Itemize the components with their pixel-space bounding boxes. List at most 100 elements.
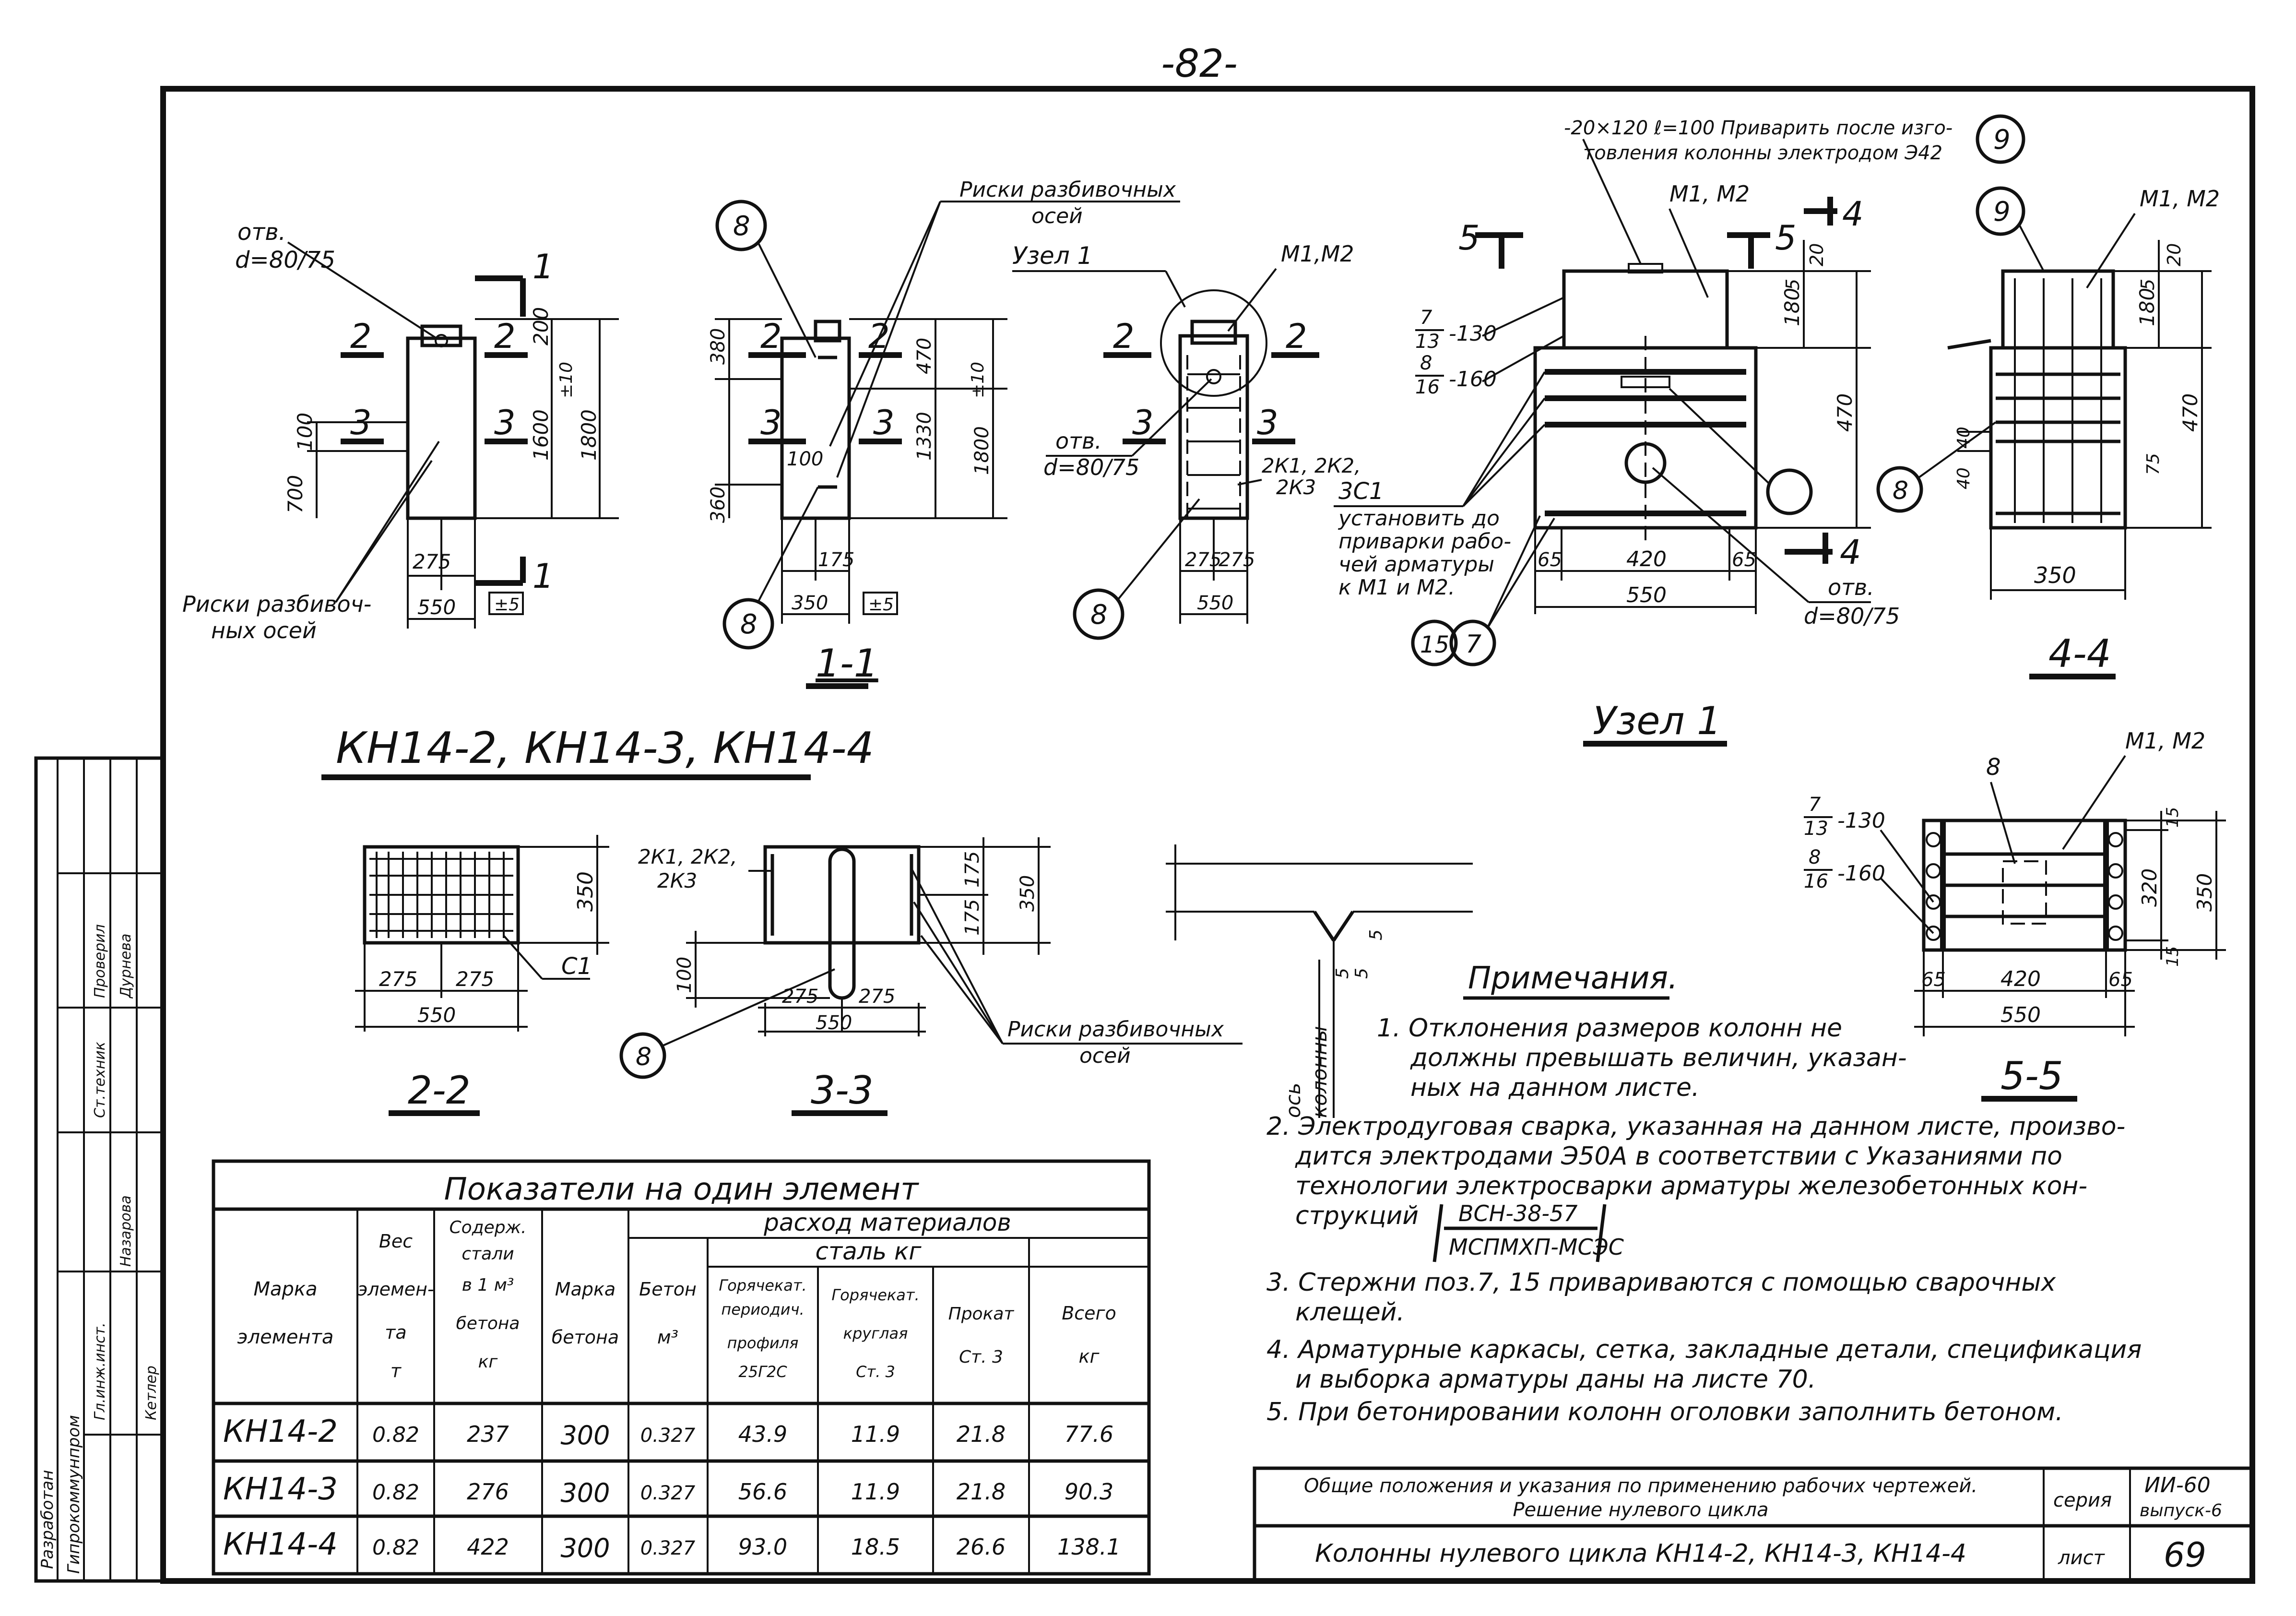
- nref-callout8: 8: [1090, 599, 1108, 630]
- uzel-sec5-right: 5: [1775, 218, 1797, 258]
- indicator-table: Показатели на один элемент расход матери…: [212, 1159, 1151, 1576]
- v44-dim-5: 5: [2137, 279, 2158, 290]
- table-row-1-cmark: 300: [560, 1420, 610, 1450]
- v55-dim-350: 350: [2193, 873, 2216, 912]
- v44-dim-20: 20: [2164, 243, 2185, 266]
- table-row-2-cmark: 300: [560, 1478, 610, 1508]
- nref-sec3-left: 3: [1132, 403, 1154, 442]
- table-row-2-weight: 0.82: [372, 1480, 419, 1505]
- v11-callout8-top: 8: [733, 211, 750, 242]
- v44-dim-180: 180: [2135, 288, 2159, 326]
- v11-title: 1-1: [816, 641, 878, 686]
- nref-dim-550: 550: [1197, 592, 1233, 614]
- v11-dim-1330: 1330: [913, 412, 935, 461]
- uzel-title: Узел 1: [1593, 699, 1721, 743]
- note-2: 2. Электродуговая сварка, указанная на д…: [1266, 1112, 2125, 1230]
- v33-dim-175b: 175: [961, 899, 983, 936]
- stamp-org: Гипрокоммунпром: [64, 1415, 83, 1574]
- uzel-c1-label: 3С1: [1338, 478, 1384, 505]
- v1-dim-550: 550: [417, 595, 456, 619]
- view-5-5: 8 М1, М2 7 13 -130 8 16 -160 15 320 350 …: [1804, 728, 2226, 1102]
- v1-hole-label: отв.: [237, 219, 286, 246]
- v1-sec3-right: 3: [494, 403, 516, 442]
- v33-dim-350: 350: [1017, 875, 1039, 912]
- view-facade: отв. d=80/75 1 1 2 2 3 3 200 1600 1800 ±…: [182, 219, 619, 643]
- view-2-2: 350 С1 275 275 550 2-2: [355, 835, 609, 1116]
- view-3-3: 175 175 350 100 2К1, 2К2, 2К3 275 275 55…: [619, 837, 1243, 1116]
- v44-callout9: 9: [1993, 196, 2011, 227]
- uzel-sec4-bottom: 4: [1840, 533, 1861, 572]
- v11-dim-360: 360: [707, 487, 729, 523]
- table-row-2-periodic: 56.6: [738, 1479, 787, 1505]
- nref-frame-label-2: 2К3: [1276, 475, 1316, 499]
- v55-bar-160: -160: [1837, 861, 1885, 886]
- v55-dim-320: 320: [2138, 868, 2161, 907]
- uzel-bar-16: 16: [1415, 376, 1440, 398]
- table-row-3-concrete: 0.327: [640, 1537, 696, 1559]
- notes-heading: Примечания.: [1468, 961, 1678, 996]
- v44-dim-75: 75: [2143, 453, 2163, 475]
- v11-sec3-right: 3: [873, 403, 895, 442]
- v11-dim-1800: 1800: [971, 426, 993, 475]
- v1-axis-note: Риски разбивоч-ных осей: [182, 591, 371, 643]
- table-row-2-rolled: 21.8: [957, 1479, 1006, 1505]
- table-row-1-weight: 0.82: [372, 1423, 419, 1447]
- stamp-name-2: Дурнева: [118, 934, 134, 999]
- stamp-name-1: Назарова: [118, 1195, 134, 1267]
- uzel-bar-7: 7: [1420, 307, 1432, 329]
- nref-sec2-left: 2: [1113, 317, 1135, 356]
- table-row-2-total: 90.3: [1065, 1479, 1113, 1505]
- table-row-1-mark: КН14-2: [223, 1414, 338, 1450]
- v1-dim-200: 200: [529, 307, 553, 345]
- v11-sec3-left: 3: [760, 403, 782, 442]
- note-2-ref-top: ВСН-38-57: [1458, 1200, 1578, 1226]
- v22-dim-275a: 275: [379, 967, 417, 991]
- v1-sec2-right: 2: [494, 317, 516, 356]
- table-row-3-rolled: 26.6: [957, 1534, 1006, 1560]
- table-row-1-rolled: 21.8: [957, 1421, 1006, 1447]
- v33-frame-label-2: 2К3: [657, 869, 697, 892]
- left-stamp: Разработан Гипрокоммунпром Гл.инж.инст. …: [34, 756, 165, 1583]
- view-1-1: 380 360 470 ±10 1330 1800 100 2 2 3 3 17…: [707, 178, 1180, 689]
- table-row-1-round: 11.9: [851, 1421, 900, 1447]
- v11-dim-470: 470: [913, 338, 935, 374]
- nref-hole-label: отв.: [1055, 428, 1102, 454]
- table-row-3-round: 18.5: [851, 1534, 900, 1560]
- v55-dim-15a: 15: [2163, 807, 2182, 828]
- uzel-dim-65a: 65: [1538, 549, 1562, 571]
- v1-sec2-left: 2: [350, 317, 372, 356]
- table-row-1-concrete: 0.327: [640, 1425, 696, 1447]
- table-row-3-cmark: 300: [560, 1533, 610, 1563]
- v33-frame-label-1: 2К1, 2К2,: [638, 845, 737, 868]
- v11-sec2-left: 2: [760, 317, 782, 356]
- v33-callout8: 8: [636, 1043, 651, 1071]
- axis-dim-5a: 5: [1366, 929, 1386, 940]
- v33-title: 3-3: [811, 1068, 874, 1113]
- uzel-hole-dia: d=80/75: [1804, 603, 1900, 629]
- v55-callout8: 8: [1986, 754, 2001, 781]
- v1-dim-275: 275: [413, 550, 451, 573]
- table-row-3-total: 138.1: [1057, 1534, 1121, 1560]
- uzel-dim-470: 470: [1833, 393, 1857, 432]
- nref-sec3-right: 3: [1257, 403, 1278, 442]
- v44-m-label: М1, М2: [2140, 186, 2220, 212]
- nref-m-label: М1,М2: [1281, 241, 1354, 267]
- v1-sec1-top: 1: [533, 247, 554, 286]
- v11-dim-pm10: ±10: [968, 362, 988, 398]
- table-row-1-periodic: 43.9: [738, 1421, 787, 1447]
- view-4-4: 9 М1, М2 20 5 180 470 40 40 75 350 8 4-4: [1876, 186, 2220, 679]
- table-row-3-content: 422: [467, 1534, 509, 1560]
- tb-sheet-title: Колонны нулевого цикла КН14-2, КН14-3, К…: [1315, 1539, 1966, 1568]
- v11-dim-380: 380: [707, 328, 729, 365]
- uzel-dim-5: 5: [1782, 279, 1803, 290]
- uzel-callout7: 7: [1466, 630, 1481, 659]
- page-number: -82-: [1161, 41, 1238, 86]
- v55-title: 5-5: [2000, 1054, 2063, 1098]
- v44-dim-470: 470: [2178, 393, 2202, 432]
